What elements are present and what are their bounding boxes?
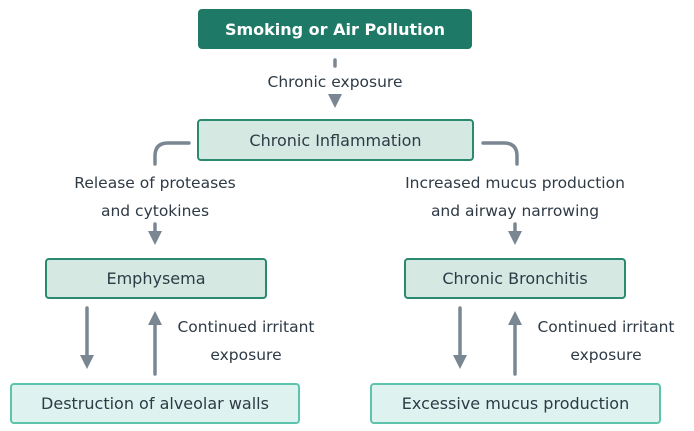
node-mucus: Excessive mucus production <box>370 383 661 424</box>
label-line: exposure <box>210 346 282 364</box>
label-line: Continued irritant <box>537 318 675 336</box>
label-line: Continued irritant <box>177 318 315 336</box>
label-line: Release of proteases <box>74 174 236 192</box>
label-line: and cytokines <box>100 202 210 220</box>
node-inflammation: Chronic Inflammation <box>197 119 474 161</box>
connector-right <box>481 141 519 166</box>
label-mucus-production: Increased mucus production and airway nar… <box>405 169 625 225</box>
label-chronic-exposure: Chronic exposure <box>267 73 403 91</box>
node-destruction: Destruction of alveolar walls <box>10 383 300 424</box>
label-continued-right: Continued irritant exposure <box>537 313 674 369</box>
label-line: Increased mucus production <box>405 174 625 192</box>
label-line: and airway narrowing <box>430 202 600 220</box>
node-emphysema: Emphysema <box>45 258 267 299</box>
label-proteases: Release of proteases and cytokines <box>74 169 236 225</box>
label-continued-left: Continued irritant exposure <box>177 313 314 369</box>
label-line: exposure <box>570 346 642 364</box>
connector-left <box>153 141 191 166</box>
node-bronchitis: Chronic Bronchitis <box>404 258 626 299</box>
node-source: Smoking or Air Pollution <box>198 9 472 49</box>
